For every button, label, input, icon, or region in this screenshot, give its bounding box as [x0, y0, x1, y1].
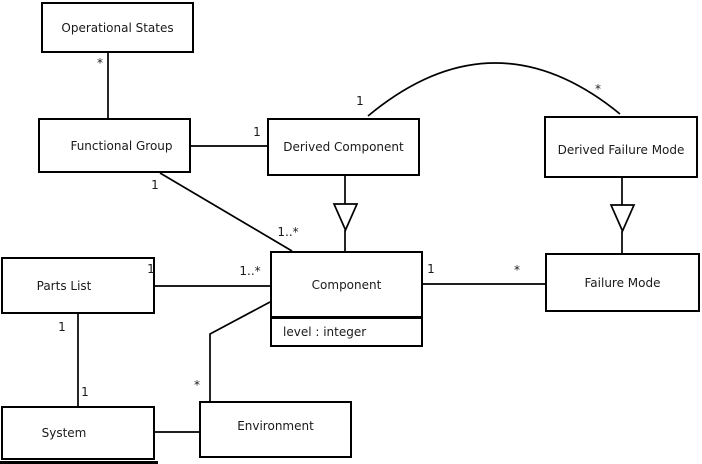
multiplicity-label: 1	[147, 262, 155, 276]
node-failure-mode: Failure Mode	[545, 253, 700, 312]
multiplicity-label: 1	[151, 178, 159, 192]
attribute-label: level : integer	[283, 325, 367, 339]
node-parts-list: Parts List	[1, 257, 155, 314]
generalization-triangle-icon	[332, 203, 359, 233]
multiplicity-label: 1	[356, 94, 364, 108]
multiplicity-label: 1	[81, 385, 89, 399]
node-system: System	[1, 406, 155, 460]
node-label: Component	[311, 277, 382, 292]
edge-environment-component	[209, 301, 271, 401]
node-label: Derived Failure Mode	[557, 143, 685, 157]
multiplicity-label: *	[97, 56, 103, 70]
multiplicity-label: 1..*	[277, 225, 299, 239]
node-label: Failure Mode	[584, 275, 661, 290]
node-derived-failure-mode: Derived Failure Mode	[544, 116, 698, 178]
multiplicity-label: *	[514, 263, 520, 277]
node-label: System	[41, 426, 87, 440]
multiplicity-label: 1..*	[239, 264, 261, 278]
class-attribute-compartment: level : integer	[272, 316, 421, 345]
node-label: Derived Component	[283, 140, 404, 154]
multiplicity-label: 1	[427, 262, 435, 276]
node-derived-component: Derived Component	[267, 118, 420, 176]
edge-derived-component-derived-failure-mode-arc	[367, 62, 621, 117]
node-label: Functional Group	[70, 138, 173, 153]
edge-functional-group-component	[159, 172, 293, 252]
node-environment: Environment	[199, 401, 352, 458]
node-component: Component level : integer	[270, 251, 423, 347]
multiplicity-label: *	[194, 378, 200, 392]
multiplicity-label: *	[595, 82, 601, 96]
node-label: Parts List	[36, 278, 92, 293]
node-label: Environment	[237, 418, 314, 433]
multiplicity-label: 1	[253, 125, 261, 139]
class-title-compartment: Component	[272, 253, 421, 316]
node-functional-group: Functional Group	[38, 118, 191, 173]
node-label: Operational States	[61, 20, 174, 35]
node-operational-states: Operational States	[41, 2, 194, 53]
generalization-triangle-icon	[609, 204, 636, 234]
multiplicity-label: 1	[58, 320, 66, 334]
